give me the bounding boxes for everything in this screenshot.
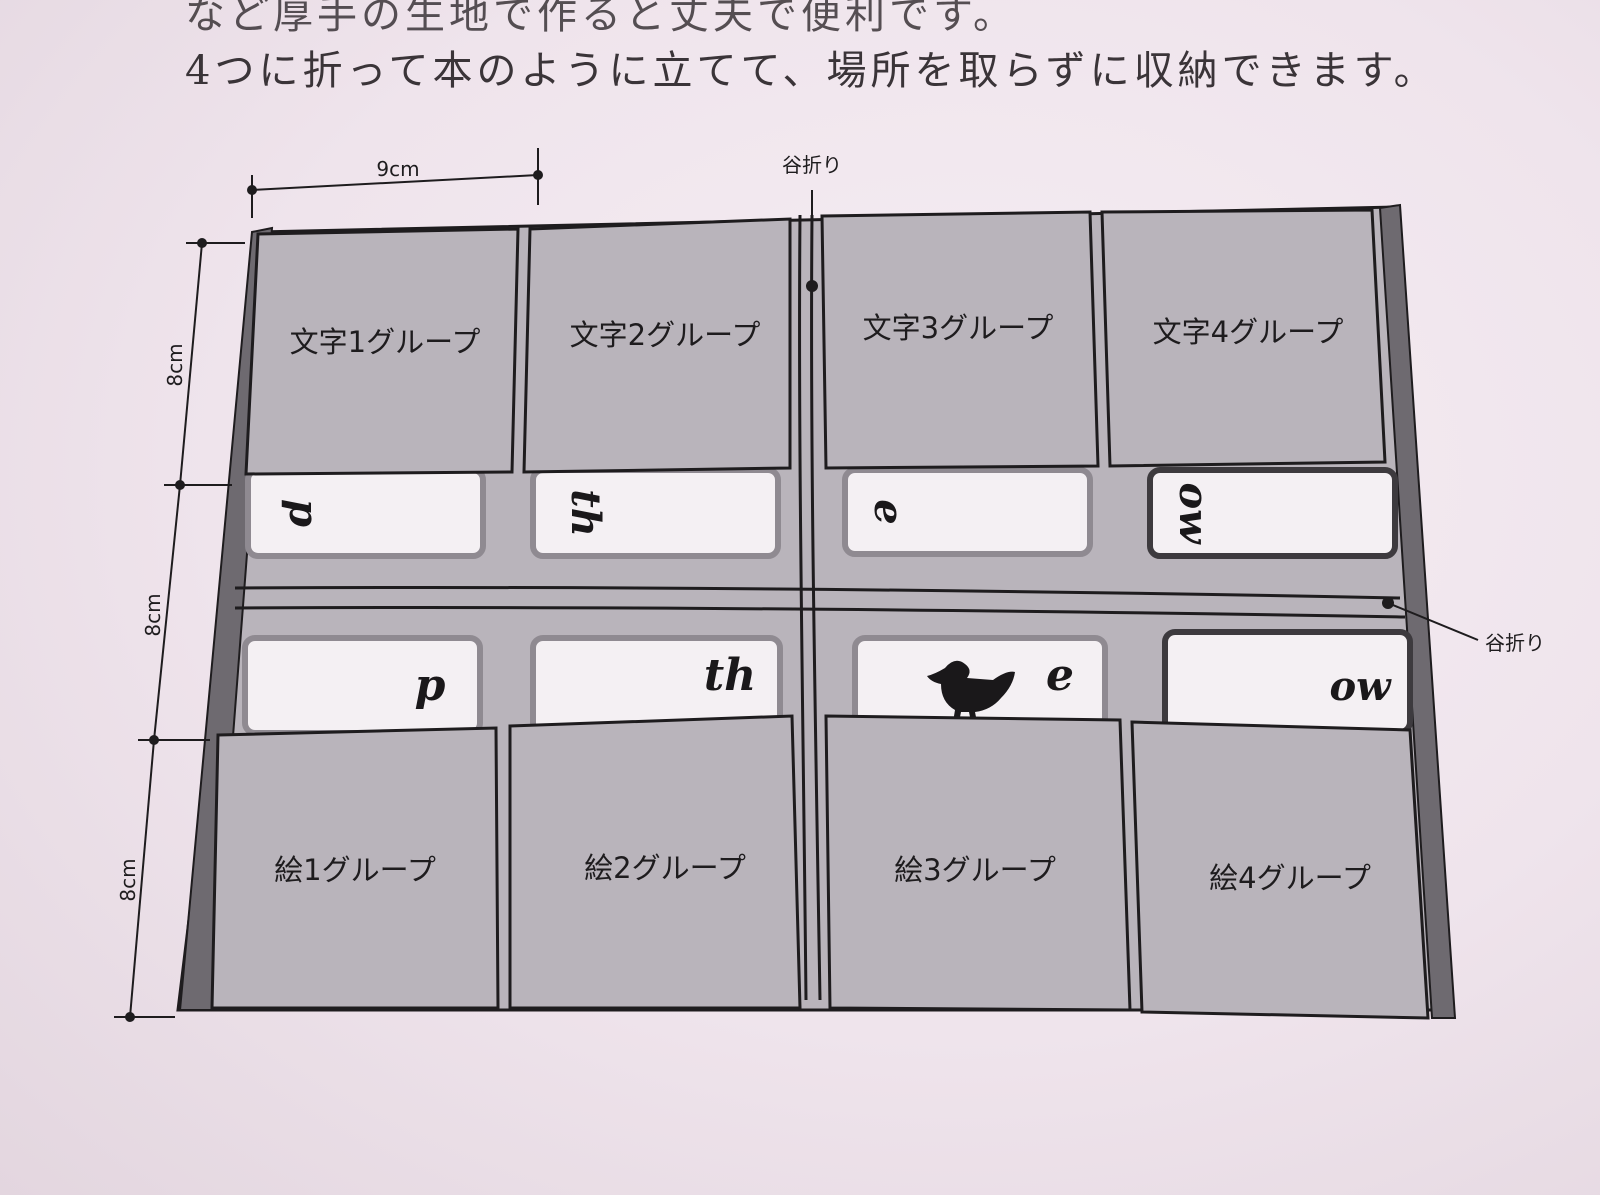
width-dimension: 9cm xyxy=(247,148,543,218)
lower-card-3-text: e xyxy=(1046,650,1074,701)
bottom-pocket-1-label: 絵1グループ xyxy=(274,853,436,887)
bottom-pocket-3[interactable] xyxy=(824,714,1132,1012)
body-text-line-2: 4つに折って本のように立てて、場所を取らずに収納できます。 xyxy=(185,48,1438,94)
height-dimensions: 8cm 8cm 8cm xyxy=(114,238,245,1022)
top-pocket-2-label: 文字2グループ xyxy=(570,318,761,352)
horizontal-fold-marker: 谷折り xyxy=(1382,597,1545,655)
lower-card-1-text: p xyxy=(415,660,446,711)
top-pocket-2[interactable] xyxy=(522,217,792,474)
top-pocket-4-label: 文字4グループ xyxy=(1153,315,1344,349)
vertical-fold-label: 谷折り xyxy=(782,153,842,177)
right-binding xyxy=(1378,203,1457,1019)
lower-card-4-text: ow xyxy=(1329,663,1392,710)
height-dimension-label-3: 8cm xyxy=(116,858,140,901)
bottom-pocket-2[interactable] xyxy=(508,714,802,1010)
upper-card-1-text: p xyxy=(280,499,327,527)
lower-card-2-text: th xyxy=(704,650,756,701)
horizontal-fold-line xyxy=(234,585,1401,600)
bottom-pocket-4[interactable] xyxy=(1130,720,1430,1020)
bottom-pocket-1[interactable] xyxy=(210,726,500,1010)
upper-card-3[interactable] xyxy=(842,467,1093,557)
top-pocket-3[interactable] xyxy=(820,210,1100,470)
top-pocket-4[interactable] xyxy=(1100,208,1387,468)
horizontal-fold-label: 谷折り xyxy=(1485,631,1545,655)
width-dimension-label: 9cm xyxy=(376,157,419,181)
upper-card-4-text: ow xyxy=(1170,482,1217,545)
bottom-pockets: 絵1グループ 絵2グループ 絵3グループ 絵4グループ xyxy=(210,714,1430,1020)
upper-card-4[interactable] xyxy=(1147,467,1398,559)
upper-card-2-text: th xyxy=(562,489,609,537)
upper-cards: p th e ow xyxy=(245,467,1398,559)
bottom-pocket-2-label: 絵2グループ xyxy=(584,851,746,885)
top-pocket-1[interactable] xyxy=(244,227,520,476)
vertical-fold-marker: 谷折り xyxy=(782,153,842,292)
bird-icon xyxy=(927,660,1015,722)
top-pocket-3-label: 文字3グループ xyxy=(863,311,1054,345)
body-text-line-1: など厚手の生地で作ると丈夫で便利です。 xyxy=(185,0,1017,38)
top-pocket-1-label: 文字1グループ xyxy=(290,325,481,359)
vertical-fold-line xyxy=(798,214,808,1001)
height-dimension-label-2: 8cm xyxy=(141,593,165,636)
top-pockets: 文字1グループ 文字2グループ 文字3グループ 文字4グループ xyxy=(244,208,1387,476)
bottom-pocket-3-label: 絵3グループ xyxy=(894,853,1056,887)
upper-card-3-text: e xyxy=(865,499,912,524)
bottom-pocket-4-label: 絵4グループ xyxy=(1209,861,1371,895)
height-dimension-label-1: 8cm xyxy=(163,343,187,386)
